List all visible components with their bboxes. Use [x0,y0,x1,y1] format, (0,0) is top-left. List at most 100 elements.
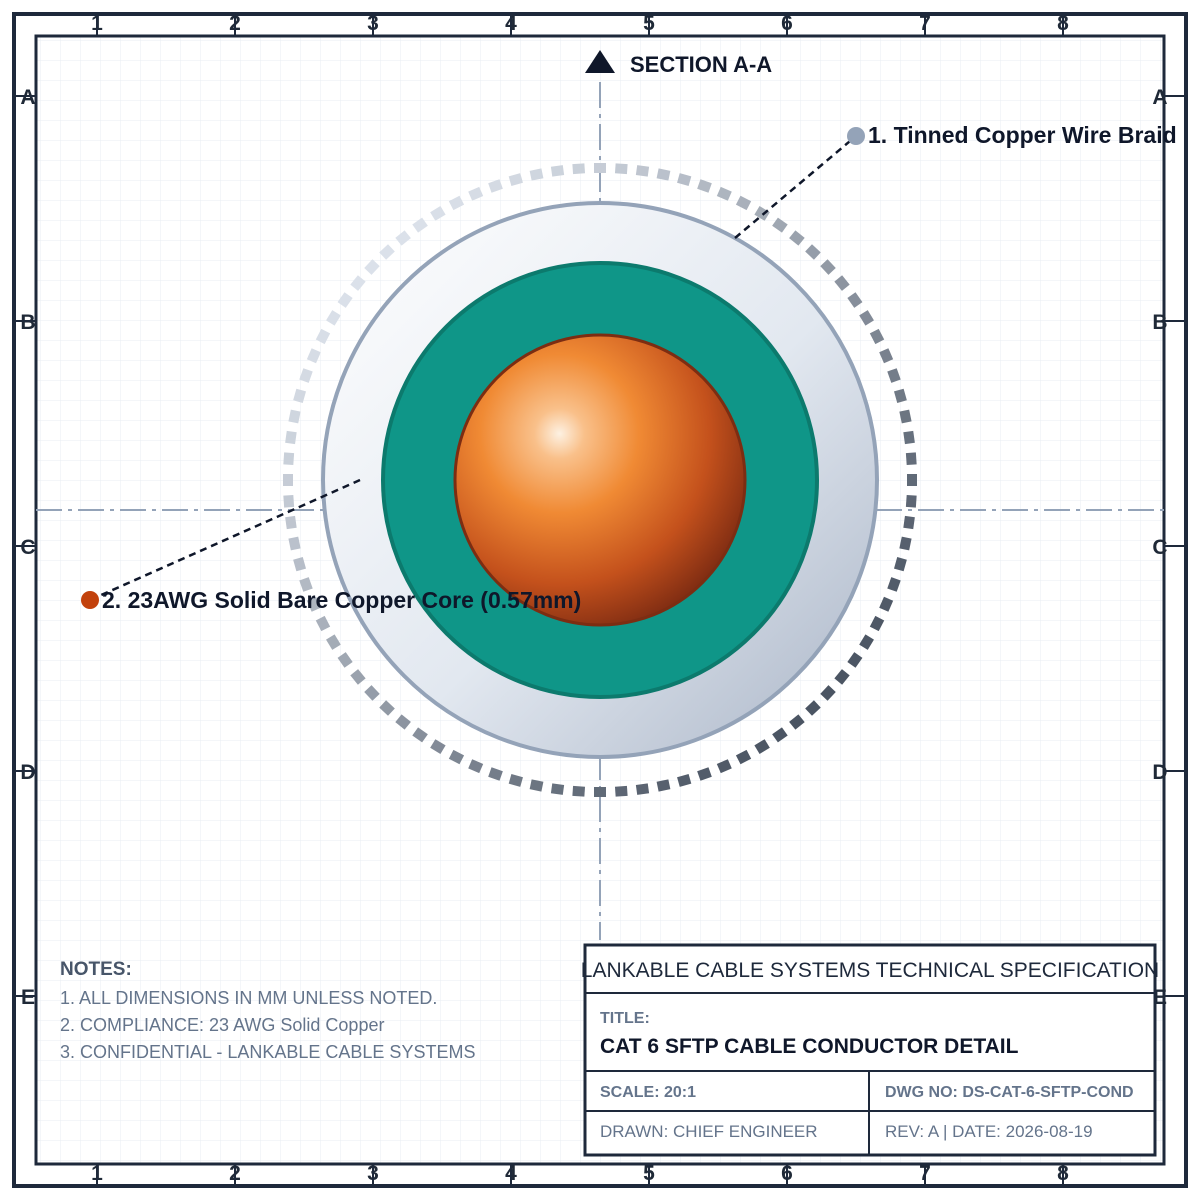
braid-strand [859,310,874,326]
braid-strand [299,577,313,592]
braid-strand [903,430,915,445]
note-line-1: 1. ALL DIMENSIONS IN MM UNLESS NOTED. [60,988,437,1008]
braid-strand [315,615,331,632]
callout-braid: 1. Tinned Copper Wire Braid [847,122,1177,148]
callout-core: 2. 23AWG Solid Bare Copper Core (0.57mm) [81,587,581,613]
braid-strand [879,596,894,612]
callout-core-label: 2. 23AWG Solid Bare Copper Core (0.57mm) [102,587,581,613]
braid-strand [735,195,752,211]
braid-strand [326,310,341,326]
braid-strand [283,494,295,508]
braid-strand [820,685,836,701]
braid-strand [716,759,732,774]
braid-strand [754,739,770,754]
row-ref-a-left: A [20,86,35,109]
braid-strand [468,759,484,774]
braid-strand [448,195,465,211]
braid-strand [293,557,307,572]
braid-strand [350,669,366,685]
braid-strand [468,186,484,201]
braid-strand [805,244,821,260]
braid-strand [887,577,901,592]
drawing-title: CAT 6 SFTP CABLE CONDUCTOR DETAIL [600,1035,1019,1058]
braid-strand [893,388,907,403]
braid-strand [879,348,894,364]
braid-strand [550,783,565,795]
braid-strand [869,615,885,632]
core-leader-line [89,478,361,602]
braid-strand [772,727,788,743]
braid-strand [789,714,805,730]
row-ref-c-right: C [1152,536,1167,559]
braid-strand [893,557,907,572]
notes-block: NOTES: 1. ALL DIMENSIONS IN MM UNLESS NO… [60,959,475,1062]
braid-strand [677,773,692,787]
braid-strand [306,596,321,612]
braid-strand [899,536,912,551]
braid-strand [395,230,411,246]
braid-strand [903,515,915,530]
braid-strand [326,634,341,650]
braid-strand [834,669,850,685]
note-line-2: 2. COMPLIANCE: 23 AWG Solid Copper [60,1015,384,1035]
row-ref-e-left: E [21,986,35,1009]
drawing-number: DWG NO: DS-CAT-6-SFTP-COND [885,1084,1134,1101]
callout-dot-icon [81,591,99,609]
cable-cross-section [283,163,917,797]
braid-strand [614,163,628,175]
title-label: TITLE: [600,1010,650,1027]
braid-strand [697,179,712,193]
notes-heading: NOTES: [60,959,132,980]
braid-strand [635,165,650,177]
braid-strand [288,409,301,424]
outer-frame [12,12,1188,1188]
braid-strand [364,685,380,701]
row-refs: A B C D E A B C D E [14,86,1186,1009]
braid-strand [350,275,366,291]
braid-strand [448,749,465,765]
braid-strand [412,217,428,233]
callout-dot-icon [847,127,865,145]
braid-strand [315,328,331,345]
row-ref-c-left: C [20,536,35,559]
braid-strand [805,700,821,716]
braid-strand [364,259,380,275]
braid-strand [887,368,901,383]
section-label: SECTION A-A [630,52,772,77]
braid-strand [285,515,297,530]
braid-strand [529,168,544,181]
section-marker: SECTION A-A [585,50,772,77]
row-ref-b-left: B [20,311,35,334]
braid-strand [283,452,295,466]
braid-strand [594,163,606,173]
row-ref-a-right: A [1152,86,1167,109]
braid-strand [430,206,446,221]
braid-strand [677,173,692,187]
braid-strand [907,474,917,486]
braid-strand [550,165,565,177]
braid-strand [772,217,788,233]
braid-strand [395,714,411,730]
braid-strand [859,634,874,650]
row-ref-d-left: D [20,761,35,784]
braid-strand [847,292,863,308]
note-line-3: 3. CONFIDENTIAL - LANKABLE CABLE SYSTEMS [60,1042,475,1062]
braid-strand [656,779,671,792]
braid-strand [697,767,712,781]
braid-strand [430,739,446,754]
braid-strand [614,785,628,797]
tinned-copper-braid-ring [283,163,917,797]
braid-strand [905,452,917,466]
braid-strand [508,173,523,187]
callout-braid-label: 1. Tinned Copper Wire Braid [868,122,1177,148]
braid-strand [789,230,805,246]
copper-core [453,333,747,627]
braid-strand [572,785,586,797]
braid-strand [594,787,606,797]
braid-strand [288,536,301,551]
braid-strand [635,783,650,795]
braid-strand [716,186,732,201]
braid-strand [754,206,770,221]
braid-strand [899,409,912,424]
